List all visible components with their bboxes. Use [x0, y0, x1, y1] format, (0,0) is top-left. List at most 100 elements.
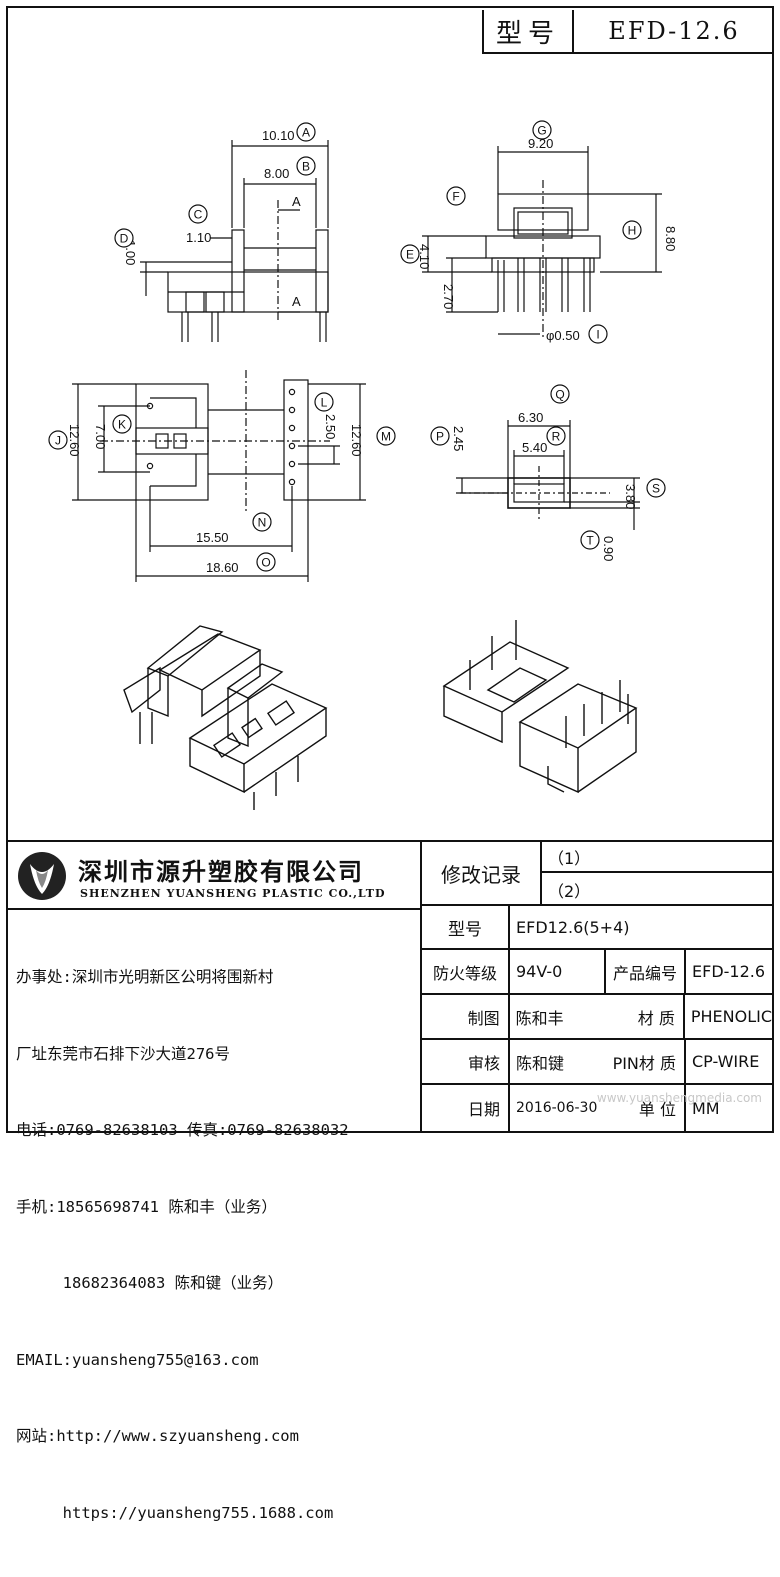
dim-k-value: 7.00: [93, 424, 108, 449]
pin-material-label: PIN材 质: [606, 1040, 686, 1083]
drawn-value: 陈和丰: [515, 1008, 564, 1028]
svg-text:F: F: [452, 190, 459, 204]
contact-line: 18682364083 陈和键（业务）: [16, 1274, 284, 1292]
top-pin-hole-5: [288, 460, 296, 468]
front-flange-right: [315, 229, 329, 313]
section-label-top: A: [292, 194, 301, 209]
company-header: 深圳市源升塑胶有限公司 SHENZHEN YUANSHENG PLASTIC C…: [8, 842, 420, 910]
technical-drawing: 10.10 8.00 1.10 1.00 A A 9.2: [48, 120, 678, 810]
svg-text:G: G: [537, 124, 546, 138]
dim-j-value: 12.60: [67, 424, 82, 457]
dim-r-value: 5.40: [522, 440, 547, 455]
dim-letter-m: M: [376, 426, 396, 446]
dim-letter-n: N: [252, 512, 272, 532]
date-value: 2016-06-30: [516, 1100, 598, 1116]
review-value: 陈和键: [516, 1053, 565, 1073]
product-no-value: EFD-12.6: [692, 962, 766, 981]
drawn-label: 制图: [422, 995, 510, 1038]
dim-letter-c: C: [188, 204, 208, 224]
dim-m-value: 12.60: [349, 424, 364, 457]
model-label: 型号: [422, 906, 510, 948]
front-flange-left: [231, 229, 245, 313]
material-value: PHENOLIC: [690, 1007, 772, 1026]
svg-text:I: I: [596, 328, 599, 342]
dim-g-value: 9.20: [528, 136, 553, 151]
contact-email[interactable]: EMAIL:yuansheng755@163.com: [16, 1350, 259, 1369]
dim-letter-l: L: [314, 392, 334, 412]
company-en-name: SHENZHEN YUANSHENG PLASTIC CO.,LTD: [80, 887, 386, 900]
top-pin-hole-1: [288, 388, 296, 396]
date-row: 日期 2016-06-30 单 位 MM: [422, 1085, 772, 1131]
svg-text:N: N: [258, 516, 267, 530]
company-cn-name: 深圳市源升塑胶有限公司: [78, 858, 364, 886]
fire-row: 防火等级 94V-0 产品编号 EFD-12.6: [422, 950, 772, 995]
svg-text:Q: Q: [555, 388, 564, 402]
dim-letter-j: J: [48, 430, 68, 450]
svg-text:D: D: [120, 232, 129, 246]
top-flange-left: [135, 383, 209, 501]
iso-view-left: [123, 625, 328, 810]
dim-letter-o: O: [256, 552, 276, 572]
svg-text:L: L: [321, 396, 328, 410]
svg-text:K: K: [118, 418, 126, 432]
dim-f-value: 4.10: [417, 244, 432, 269]
company-logo-icon: [18, 852, 66, 900]
dim-c-value: 1.10: [186, 230, 211, 245]
dim-letter-g: G: [532, 120, 552, 140]
title-model: EFD-12.6: [608, 17, 740, 45]
section-view: [456, 420, 640, 530]
contact-line: 厂址东莞市石排下沙大道276号: [16, 1044, 230, 1063]
dim-letter-h: H: [622, 220, 642, 240]
dim-letter-s: S: [646, 478, 666, 498]
dim-letter-k: K: [112, 414, 132, 434]
title-block: 型号 EFD-12.6: [482, 10, 774, 54]
iso-view-right: [442, 620, 638, 794]
svg-text:O: O: [261, 556, 270, 570]
revision-row: 修改记录 （1） （2）: [422, 842, 772, 906]
front-view: [140, 140, 329, 342]
dim-b-value: 8.00: [264, 166, 289, 181]
info-panel: 深圳市源升塑胶有限公司 SHENZHEN YUANSHENG PLASTIC C…: [8, 840, 772, 1522]
drawing-frame: [6, 6, 774, 1133]
dim-q-value: 6.30: [518, 410, 543, 425]
dim-o-value: 18.60: [206, 560, 239, 575]
svg-text:P: P: [436, 430, 444, 444]
svg-text:A: A: [302, 126, 310, 140]
title-label: 型号: [484, 10, 574, 52]
dim-letter-i: I: [588, 324, 608, 344]
dim-h-value: 8.80: [663, 226, 678, 251]
model-value: EFD12.6(5+4): [516, 917, 630, 937]
dim-l-value: 2.50: [323, 414, 338, 439]
svg-text:M: M: [381, 430, 391, 444]
dim-letter-f: F: [446, 186, 466, 206]
fire-value: 94V-0: [510, 950, 606, 993]
dim-t-value: 0.90: [601, 536, 616, 561]
front-slot-1: [185, 291, 205, 313]
top-pin-hole-4: [288, 442, 296, 450]
fire-label: 防火等级: [422, 950, 510, 993]
dim-n-value: 15.50: [196, 530, 229, 545]
dim-letter-d: D: [114, 228, 134, 248]
revision-label: 修改记录: [422, 842, 542, 904]
contact-website-alt[interactable]: https://yuansheng755.1688.com: [16, 1503, 334, 1522]
contact-line: 电话:0769-82638103 传真:0769-82638032: [16, 1121, 349, 1139]
model-row: 型号 EFD12.6(5+4): [422, 906, 772, 950]
dim-e-value: 2.70: [441, 284, 456, 309]
contact-line: 办事处:深圳市光明新区公明将围新村: [16, 968, 274, 986]
contact-website[interactable]: 网站:http://www.szyuansheng.com: [16, 1427, 299, 1445]
review-label: 审核: [422, 1040, 510, 1083]
side-view: [422, 146, 662, 340]
spec-table: 修改记录 （1） （2） 型号 EFD12.6(5+4) 防火等级 94V-0 …: [420, 842, 772, 1131]
date-label: 日期: [422, 1085, 510, 1131]
top-pin-hole-3: [288, 424, 296, 432]
unit-label: 单 位: [606, 1085, 686, 1131]
unit-value: MM: [692, 1098, 720, 1118]
company-contact-info: 办事处:深圳市光明新区公明将围新村 厂址东莞市石排下沙大道276号 电话:076…: [16, 914, 420, 1577]
drawn-row: 制图 陈和丰 材 质 PHENOLIC: [422, 995, 772, 1040]
top-pin-hole-6: [288, 478, 296, 486]
dim-i-value: φ0.50: [546, 328, 580, 343]
svg-text:R: R: [552, 430, 561, 444]
review-row: 审核 陈和键 PIN材 质 CP-WIRE: [422, 1040, 772, 1085]
dim-letter-a: A: [296, 122, 316, 142]
